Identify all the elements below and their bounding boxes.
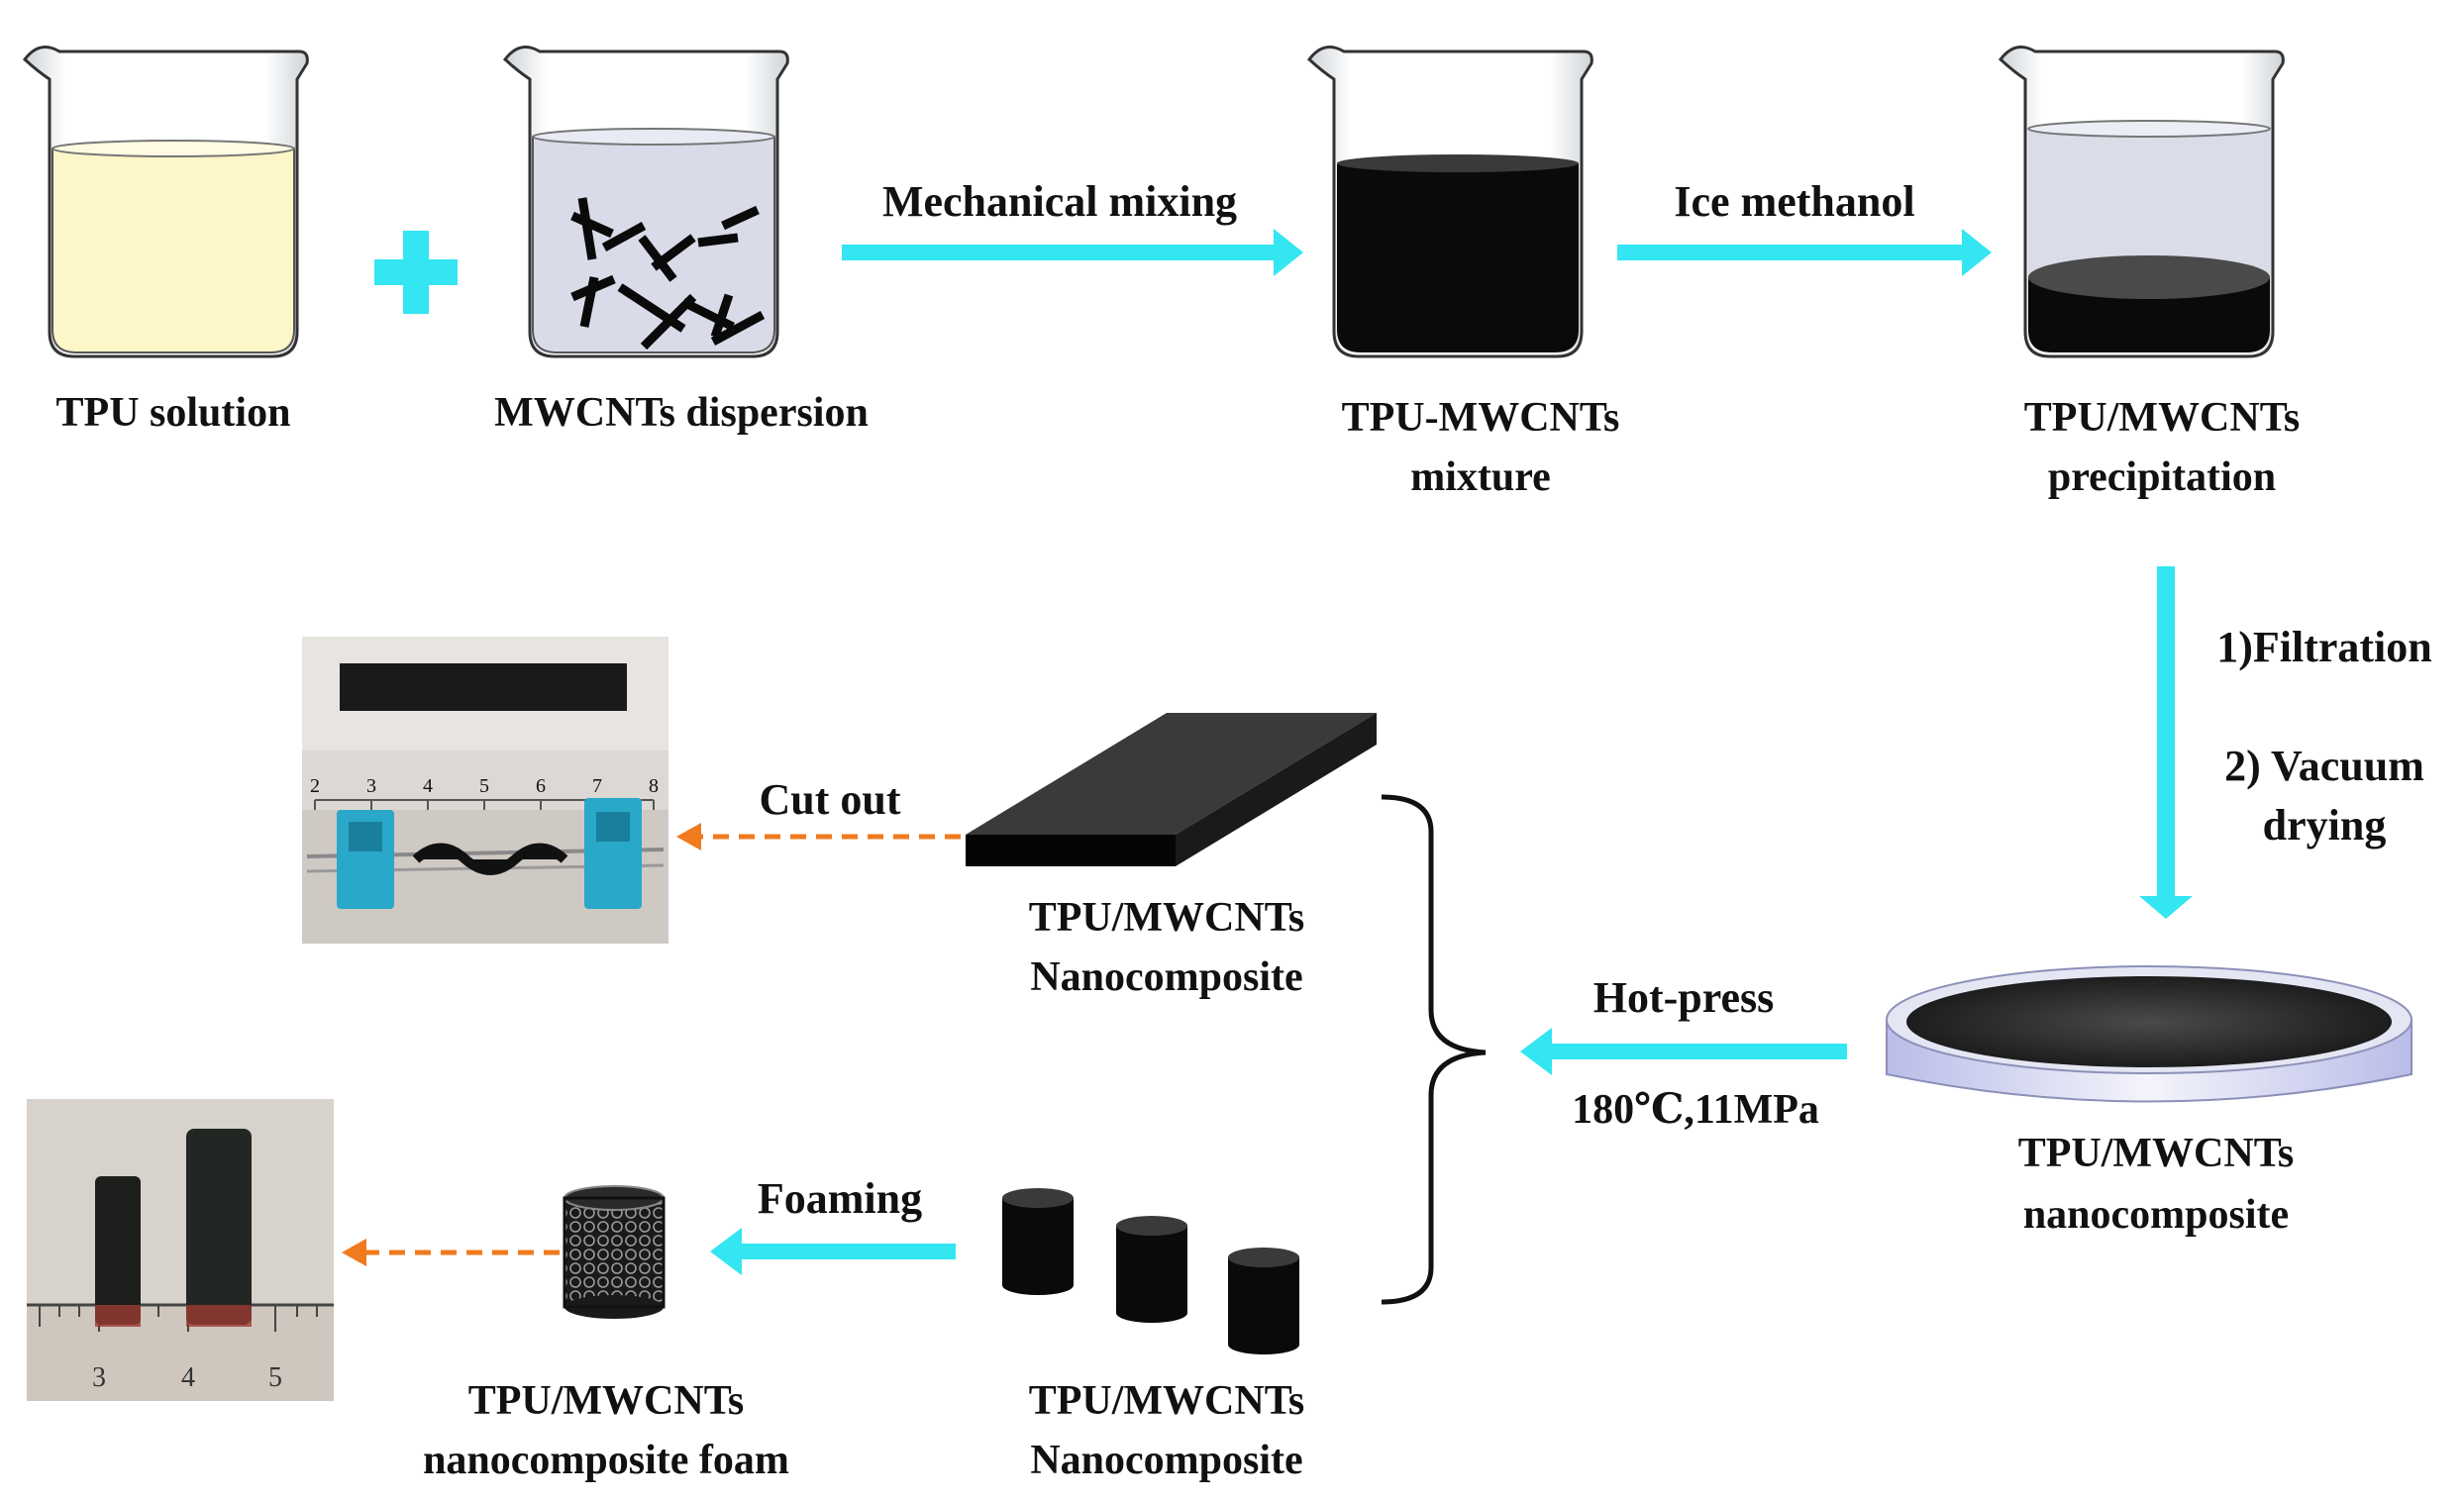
- nanocomposite-sheet: [966, 713, 1377, 866]
- photo-tensile-specimen: 2 3 4 5 6 7 8: [302, 637, 668, 944]
- label-vacuum-line1: 2) Vacuum: [2224, 742, 2424, 790]
- label-precip-line1: TPU/MWCNTs: [2024, 395, 2300, 441]
- beaker-mwcnts-dispersion: [502, 46, 789, 358]
- ruler-tick-label: 3: [92, 1362, 106, 1393]
- label-vacuum-line2: drying: [2263, 801, 2387, 850]
- curly-brace: [1381, 794, 1487, 1305]
- ruler-tick-label: 3: [366, 775, 376, 797]
- label-dish-line1: TPU/MWCNTs: [2018, 1131, 2294, 1176]
- ruler-tick-label: 5: [268, 1362, 282, 1393]
- beaker-precipitation: [1998, 46, 2285, 358]
- nanocomposite-cylinders: [1002, 1188, 1299, 1354]
- label-mixture-line2: mixture: [1410, 454, 1551, 500]
- arrow-hot-press: [1520, 1028, 1847, 1075]
- label-cyl-line1: TPU/MWCNTs: [1029, 1378, 1304, 1424]
- label-ice-methanol: Ice methanol: [1674, 177, 1914, 226]
- label-precip-line2: precipitation: [2048, 454, 2276, 500]
- ruler-tick-label: 4: [423, 775, 433, 797]
- arrow-filtration-drying: [2139, 566, 2193, 919]
- label-cut-out: Cut out: [759, 775, 900, 824]
- photo-foam-specimens: 3 4 5: [27, 1099, 334, 1401]
- label-mixture-line1: TPU-MWCNTs: [1342, 395, 1620, 441]
- label-foaming: Foaming: [758, 1174, 922, 1223]
- ruler-tick-label: 2: [310, 775, 320, 797]
- ruler-tick-label: 4: [181, 1362, 195, 1393]
- label-mechanical-mixing: Mechanical mixing: [882, 177, 1237, 226]
- label-filtration: 1)Filtration: [2216, 623, 2432, 671]
- ruler-tick-label: 8: [649, 775, 659, 797]
- label-dish-line2: nanocomposite: [2023, 1192, 2289, 1238]
- ruler-tick-label: 6: [536, 775, 546, 797]
- petri-dish: [1886, 965, 2413, 1103]
- ruler-tick-label: 7: [592, 775, 602, 797]
- ruler-tick-label: 5: [479, 775, 489, 797]
- label-foam-line2: nanocomposite foam: [423, 1438, 789, 1483]
- label-sheet-line2: Nanocomposite: [1030, 954, 1302, 1000]
- label-hot-press-conditions: 180℃,11MPa: [1572, 1087, 1819, 1133]
- arrow-foam-photo: [342, 1239, 560, 1266]
- arrow-ice-methanol: [1617, 229, 1992, 276]
- label-tpu-solution: TPU solution: [56, 390, 291, 436]
- arrow-mechanical-mixing: [842, 229, 1303, 276]
- beaker-mixture: [1306, 46, 1593, 358]
- label-foam-line1: TPU/MWCNTs: [468, 1378, 744, 1424]
- label-sheet-line1: TPU/MWCNTs: [1029, 895, 1304, 941]
- foam-cylinder: [563, 1185, 666, 1319]
- nanotube-sticks: [570, 197, 766, 350]
- plus-icon: [374, 231, 458, 314]
- label-hot-press: Hot-press: [1593, 973, 1775, 1022]
- arrow-foaming: [710, 1228, 956, 1275]
- label-cyl-line2: Nanocomposite: [1030, 1438, 1302, 1483]
- beaker-tpu-solution: [22, 46, 309, 358]
- label-mwcnts-dispersion: MWCNTs dispersion: [494, 390, 869, 436]
- arrow-cut-out: [676, 823, 961, 851]
